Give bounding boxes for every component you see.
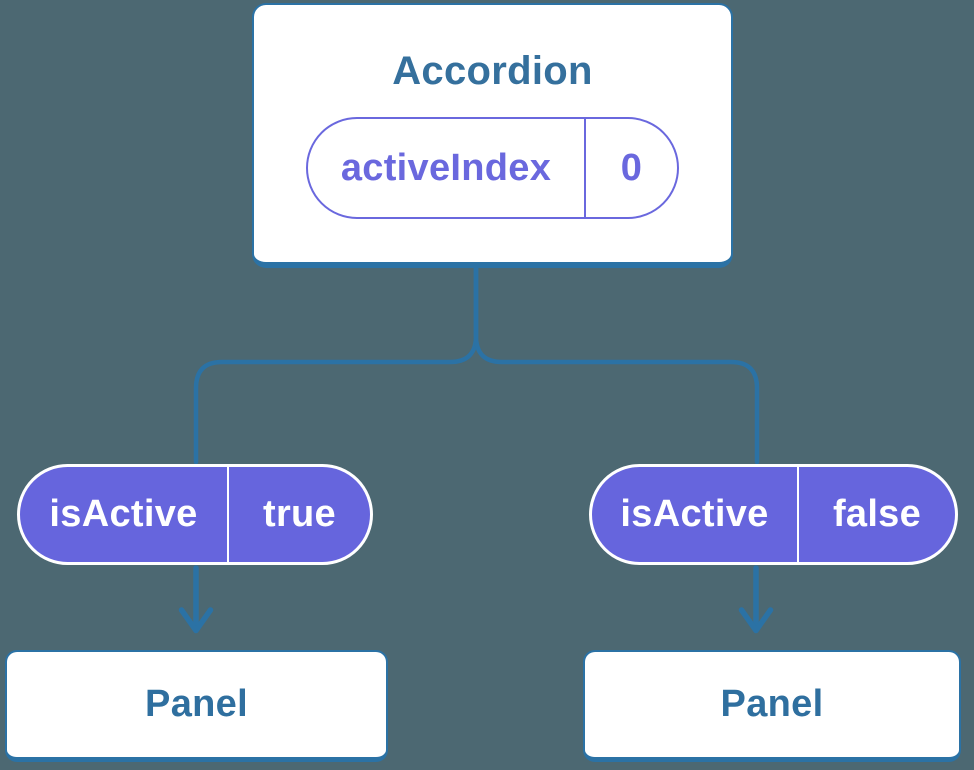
prop-name: isActive bbox=[620, 493, 769, 535]
prop-pill-left: isActive true bbox=[17, 464, 373, 565]
prop-pill-right: isActive false bbox=[589, 464, 958, 565]
panel-node-right: Panel bbox=[583, 650, 961, 762]
accordion-title: Accordion bbox=[392, 49, 593, 93]
arrow-down-icon bbox=[738, 565, 774, 634]
connector-left-branch bbox=[193, 263, 479, 465]
panel-label: Panel bbox=[145, 683, 248, 725]
prop-value: false bbox=[797, 467, 955, 562]
prop-name: isActive bbox=[49, 493, 198, 535]
state-pill: activeIndex 0 bbox=[306, 117, 679, 219]
accordion-node: Accordion activeIndex 0 bbox=[252, 3, 733, 268]
arrow-down-icon bbox=[178, 565, 214, 634]
panel-node-left: Panel bbox=[5, 650, 388, 762]
connector-right-branch bbox=[473, 263, 760, 465]
state-value: 0 bbox=[584, 119, 677, 217]
panel-label: Panel bbox=[720, 683, 824, 725]
prop-value: true bbox=[227, 467, 370, 562]
state-name: activeIndex bbox=[340, 146, 552, 189]
